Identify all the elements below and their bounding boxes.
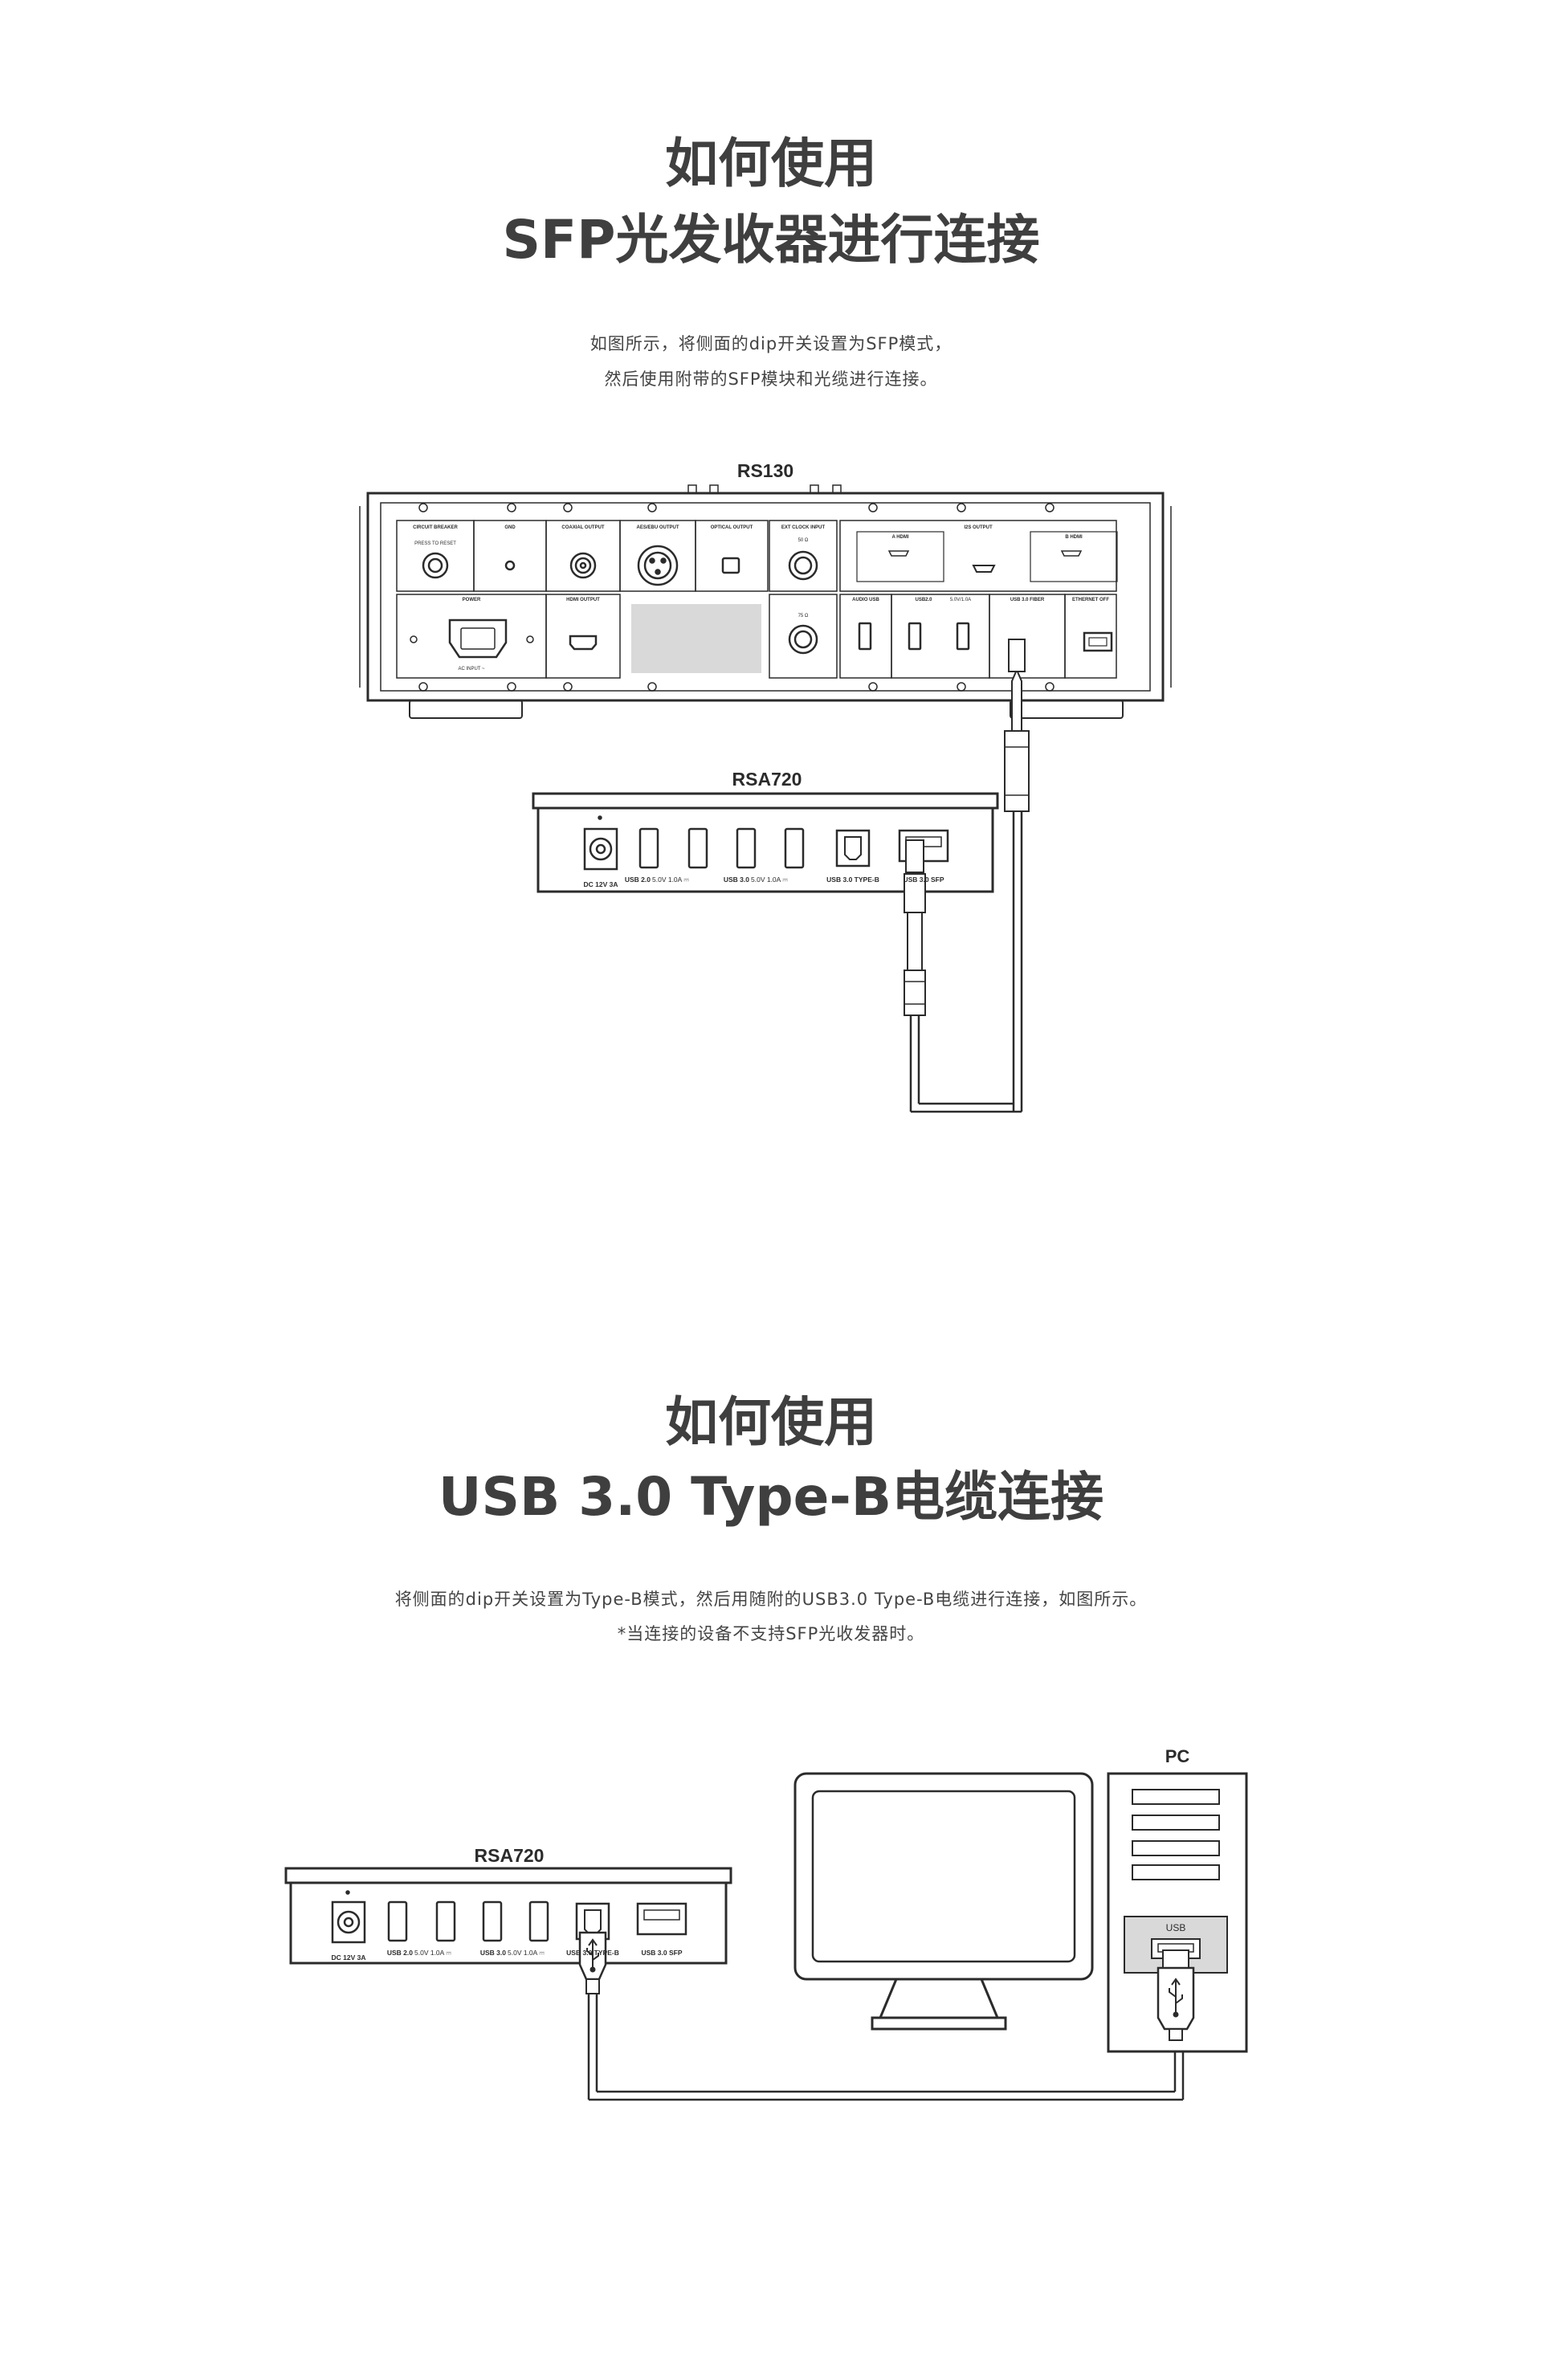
fiber-cable [904,639,1030,1113]
rsa720-device-bottom [284,1867,732,1965]
monitor [793,1772,1094,2031]
rs130-ac-input-label: AC INPUT ~ [458,667,485,672]
rs130-press-reset-label: PRESS TO RESET [414,541,456,546]
section2-title-line1: 如何使用 [665,1391,877,1453]
rsa720-sfp-label-2: USB 3.0 SFP [641,1949,682,1957]
section2-desc-line1: 将侧面的dip开关设置为Type-B模式，然后用随附的USB3.0 Type-B… [394,1590,1148,1609]
rs130-hdmi-output-label: HDMI OUTPUT [566,598,600,602]
rsa720-usb30-rating-1: 5.0V 1.0A ⎓ [751,876,788,884]
rsa720-usb30-label-2: USB 3.0 [480,1949,506,1957]
rs130-device [359,484,1172,719]
rsa720-dc-label-1: DC 12V 3A [584,880,618,888]
rs130-aes-label: AES/EBU OUTPUT [636,525,679,530]
pc-label: PC [1165,1746,1190,1766]
rs130-power-label: POWER [463,598,481,602]
section1-title-line2: SFP光发收器进行连接 [502,209,1040,271]
section1-desc-line1: 如图所示，将侧面的dip开关设置为SFP模式， [589,334,953,353]
rs130-a-hdmi-label: A HDMI [891,535,908,540]
rs130-circuit-breaker-label: CIRCUIT BREAKER [413,525,458,530]
rsa720-sfp-label-1: USB 3.0 SFP [903,876,944,884]
rs130-ext-clock-label: EXT CLOCK INPUT [781,525,826,530]
typeb-connection-diagram: RSA720 PC USB DC 12V 3A USB 2.0 5.0V 1.0… [284,1746,1248,2101]
pc-tower [1107,1772,1248,2053]
rsa720-usb20-label-2: USB 2.0 [387,1949,413,1957]
rsa720-model-label-2: RSA720 [475,1845,545,1866]
rsa720-usb20-label-1: USB 2.0 [625,876,651,884]
section2-title-line2: USB 3.0 Type-B电缆连接 [438,1466,1104,1528]
pc-usb-label: USB [1166,1922,1186,1933]
rsa720-typeb-label-2: USB 3.0 TYPE-B [566,1949,619,1957]
rsa720-model-label-1: RSA720 [732,769,802,790]
rs130-usb2-label: USB2.0 [915,598,932,602]
rs130-model-label: RS130 [737,460,793,481]
section2-desc-line2: *当连接的设备不支持SFP光收发器时。 [617,1624,925,1643]
section1-title-line1: 如何使用 [665,133,877,194]
rsa720-typeb-label-1: USB 3.0 TYPE-B [826,876,879,884]
rs130-75ohm-label: 75 Ω [798,614,809,618]
rs130-usb2-rating-label: 5.0V/1.0A [950,598,971,602]
sfp-connection-diagram: RS130 CIRCUIT BREAKER PRESS TO RESET GND… [359,460,1172,1113]
rsa720-usb30-rating-2: 5.0V 1.0A ⎓ [508,1949,545,1957]
rs130-usb-fiber-label: USB 3.0 FIBER [1010,598,1045,602]
rs130-optical-label: OPTICAL OUTPUT [711,525,753,530]
rsa720-usb30-label-1: USB 3.0 [724,876,749,884]
rs130-b-hdmi-label: B HDMI [1065,535,1083,540]
rs130-i2s-label: I2S OUTPUT [964,525,993,530]
usb-symbol-icon [586,1938,1183,2018]
rs130-gnd-label: GND [504,525,516,530]
rs130-50ohm-label: 50 Ω [798,538,809,543]
rsa720-usb20-rating-2: 5.0V 1.0A ⎓ [414,1949,451,1957]
rs130-coaxial-label: COAXIAL OUTPUT [561,525,605,530]
rsa720-dc-label-2: DC 12V 3A [332,1953,366,1962]
rs130-audio-usb-label: AUDIO USB [852,598,879,602]
rsa720-usb20-rating-1: 5.0V 1.0A ⎓ [652,876,689,884]
rs130-ethernet-off-label: ETHERNET OFF [1072,598,1109,602]
section1-desc-line2: 然后使用附带的SFP模块和光缆进行连接。 [604,369,938,389]
